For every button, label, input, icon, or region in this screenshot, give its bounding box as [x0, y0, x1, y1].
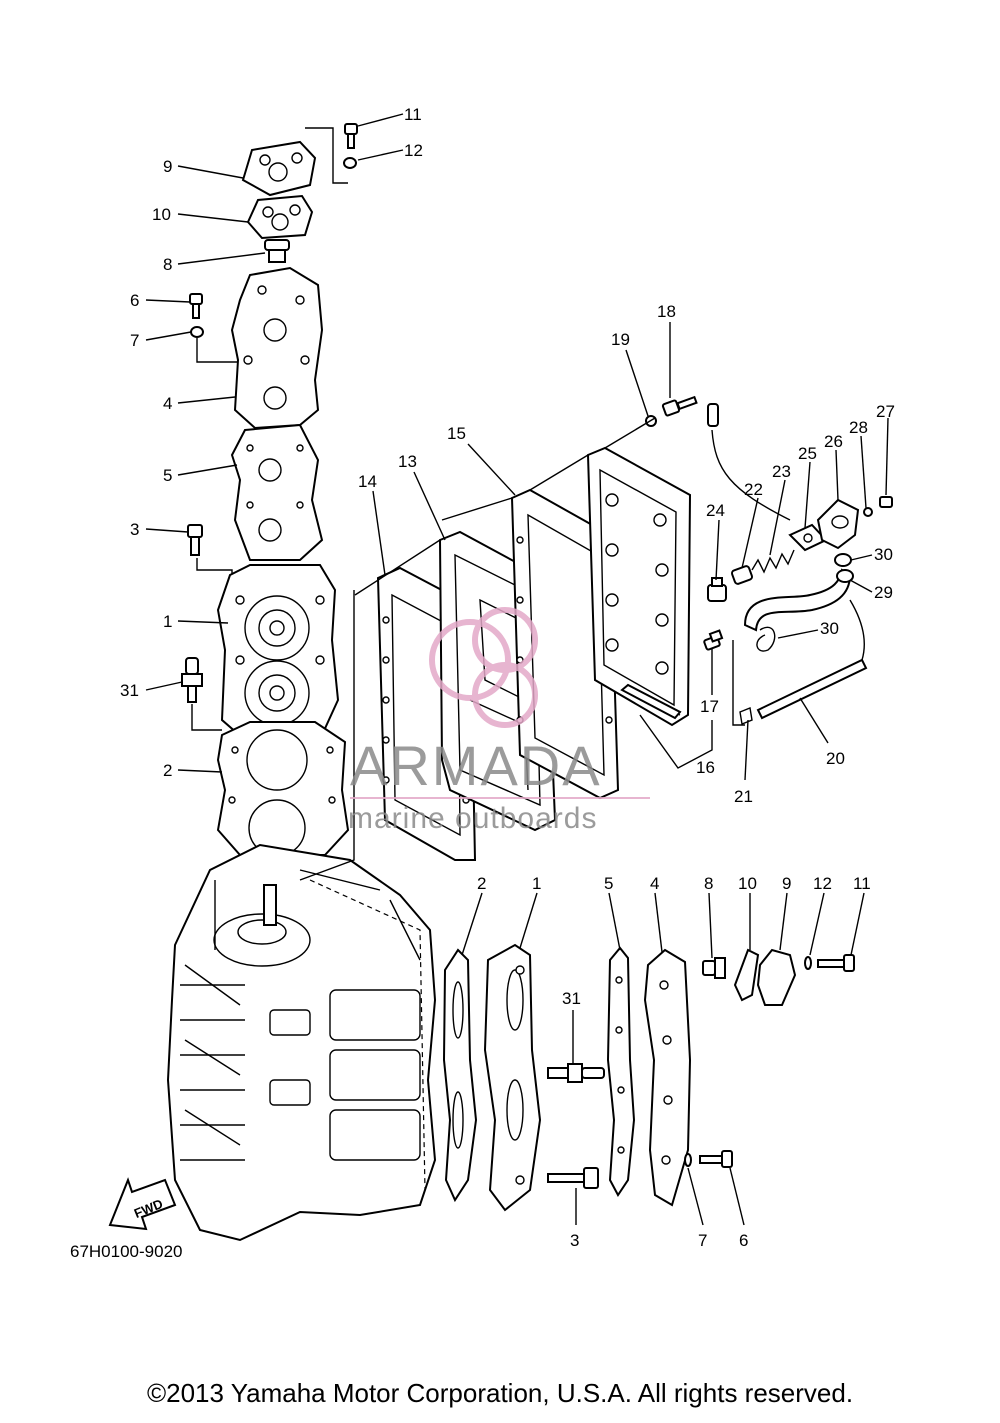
copyright-notice: ©2013 Yamaha Motor Corporation, U.S.A. A…	[146, 1378, 854, 1408]
part-10-gasket-side	[733, 948, 760, 1002]
part-17-fitting	[703, 629, 724, 651]
callout-6-side: 6	[739, 1231, 748, 1250]
part-6-bolt-left	[189, 293, 203, 319]
callout-10-top: 10	[152, 205, 171, 224]
part-9-cover-side	[756, 948, 797, 1006]
callout-7-left: 7	[130, 331, 139, 350]
part-8-thermostat	[264, 239, 290, 263]
part-1-cylinder-head-side	[483, 943, 542, 1212]
callout-12-top: 12	[404, 141, 423, 160]
callout-18: 18	[657, 302, 676, 321]
part-30-clamp-upper	[834, 553, 852, 567]
part-31-spark-plug-left	[181, 657, 203, 703]
part-5-gasket-side	[606, 946, 636, 1197]
callout-5-left: 5	[163, 466, 172, 485]
part-10-gasket	[246, 194, 314, 240]
callout-labels: 11 12 9 10 8 6 7 4 5 3 1 31 2 18 19 15 1…	[120, 105, 895, 1250]
callout-11-side: 11	[853, 874, 871, 893]
fwd-arrow-icon: FWD	[108, 1177, 177, 1231]
part-9-thermostat-cover	[241, 140, 317, 197]
part-27-bolt	[879, 496, 893, 508]
part-31-spark-plug-side	[547, 1063, 605, 1083]
part-22-relief-valve	[730, 565, 754, 585]
callout-29: 29	[874, 583, 893, 602]
part-24-plug	[707, 577, 727, 602]
part-7-washer-left	[190, 326, 204, 338]
callout-28: 28	[849, 418, 868, 437]
part-29-hose	[743, 568, 854, 632]
part-5-head-cover-gasket	[230, 423, 324, 561]
part-4-cylinder-head-cover	[230, 266, 324, 430]
part-23-spring	[751, 549, 795, 574]
callout-23: 23	[772, 462, 791, 481]
callout-10-side: 10	[738, 874, 757, 893]
callout-4-side: 4	[650, 874, 659, 893]
part-3-bolt-left	[187, 524, 203, 556]
part-12-washer-top	[343, 157, 357, 169]
watermark-emblem-icon	[429, 607, 538, 728]
callout-31-left: 31	[120, 681, 139, 700]
callout-26: 26	[824, 432, 843, 451]
part-3-bolt-side	[547, 1167, 599, 1189]
part-26-valve-cover	[816, 498, 860, 550]
callout-2-side: 2	[477, 874, 486, 893]
part-1-cylinder-head	[216, 564, 340, 742]
part-pin-top	[707, 403, 719, 427]
leader-lines	[145, 113, 889, 1226]
callout-3-left: 3	[130, 520, 139, 539]
part-6-bolt-side	[699, 1150, 733, 1168]
callout-7-side: 7	[698, 1231, 707, 1250]
engine-block	[166, 843, 437, 1242]
callout-9-top: 9	[163, 157, 172, 176]
part-2-head-gasket	[216, 721, 350, 857]
callout-1-side: 1	[532, 874, 541, 893]
callout-22: 22	[744, 480, 763, 499]
callout-4-left: 4	[163, 394, 172, 413]
callout-30-lower: 30	[820, 619, 839, 638]
part-28-washer	[863, 507, 873, 517]
callout-15: 15	[447, 424, 466, 443]
watermark-subtitle: marine outboards	[348, 802, 597, 835]
callout-6-left: 6	[130, 291, 139, 310]
part-exhaust-outer-cover	[586, 446, 692, 727]
callout-9-side: 9	[782, 874, 791, 893]
callout-8-top: 8	[163, 255, 172, 274]
part-30-clamp-lower	[756, 626, 776, 652]
diagram-code: 67H0100-9020	[70, 1242, 182, 1261]
callout-24: 24	[706, 501, 725, 520]
callout-13: 13	[398, 452, 417, 471]
callout-30-upper: 30	[874, 545, 893, 564]
callout-1-left: 1	[163, 612, 172, 631]
part-11-bolt-side	[817, 954, 855, 972]
part-11-bolt-top	[344, 123, 358, 149]
part-2-gasket-side	[442, 948, 478, 1203]
callout-16: 16	[696, 758, 715, 777]
callout-8-side: 8	[704, 874, 713, 893]
part-18-bolt	[661, 395, 698, 417]
callout-2-left: 2	[163, 761, 172, 780]
callout-31-side: 31	[562, 989, 581, 1008]
part-4-cover-side	[643, 948, 692, 1207]
callout-20: 20	[826, 749, 845, 768]
callout-19: 19	[611, 330, 630, 349]
watermark-logo: ARMADA marine outboards	[348, 607, 650, 835]
callout-25: 25	[798, 444, 817, 463]
callout-21: 21	[734, 787, 753, 806]
part-8-thermostat-side	[702, 957, 726, 979]
callout-14: 14	[358, 472, 377, 491]
callout-17: 17	[700, 697, 719, 716]
part-20-hose-straight	[756, 658, 868, 720]
callout-5-side: 5	[604, 874, 613, 893]
callout-12-side: 12	[813, 874, 832, 893]
part-16-anode	[620, 683, 682, 720]
callout-11-top: 11	[404, 105, 422, 124]
watermark-title: ARMADA	[350, 734, 602, 797]
part-7-washer-side	[684, 1153, 692, 1167]
part-21-clip	[739, 707, 753, 725]
part-12-washer-side	[804, 956, 812, 970]
callout-3-side: 3	[570, 1231, 579, 1250]
callout-27: 27	[876, 402, 895, 421]
